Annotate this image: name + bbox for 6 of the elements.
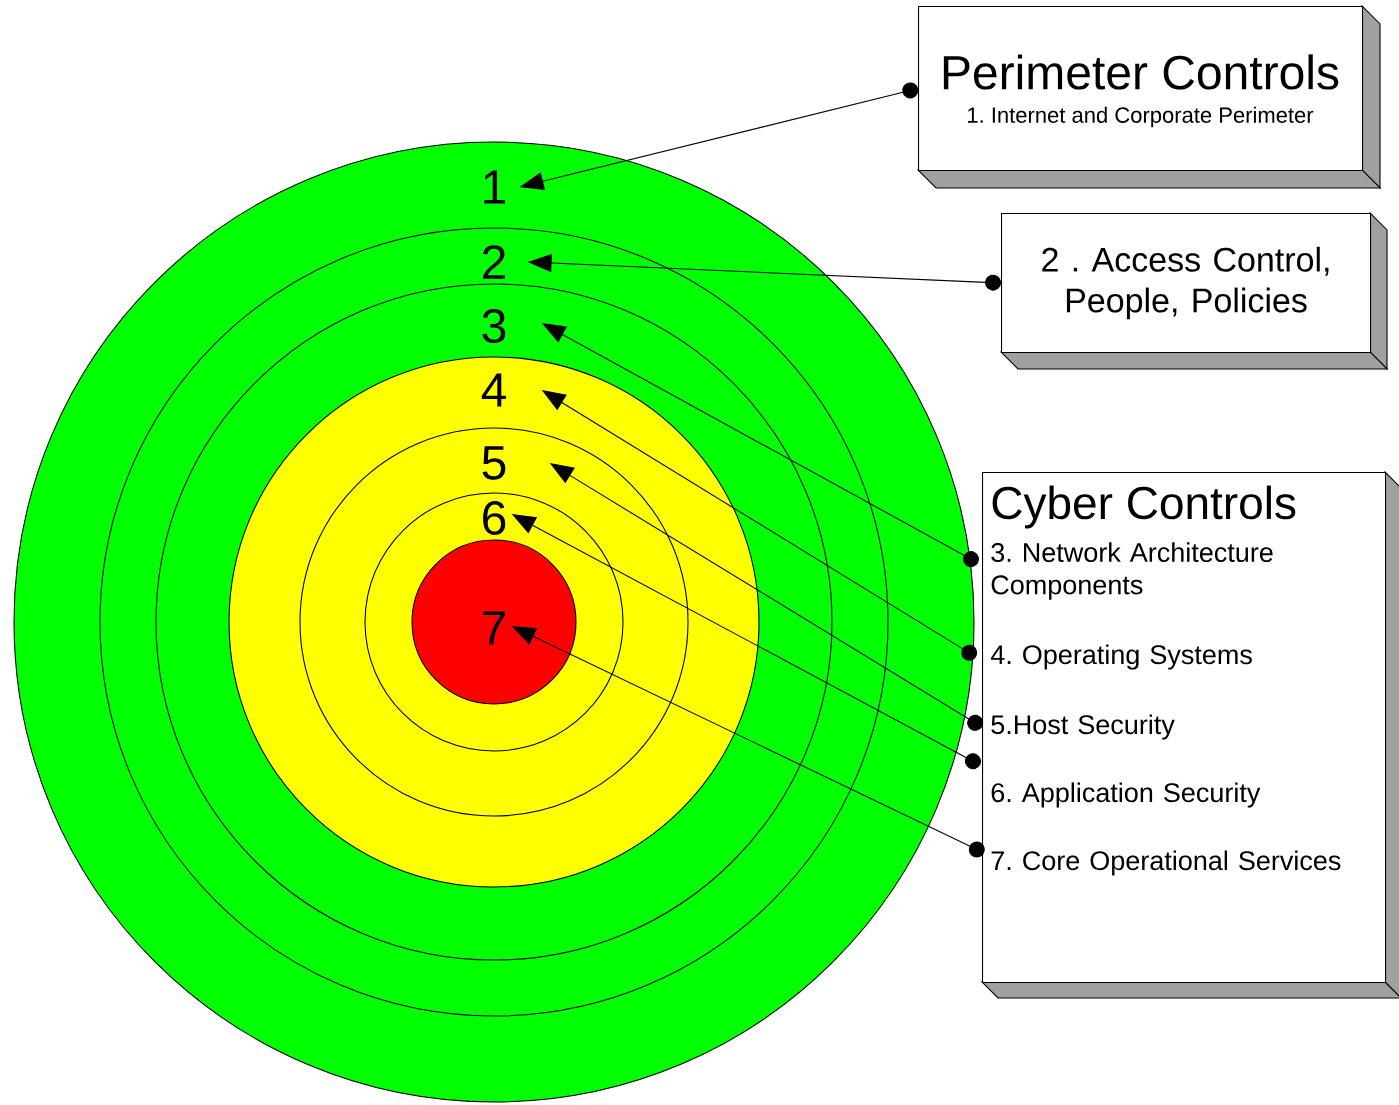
target-ring: 7 <box>411 539 577 705</box>
list-item: 5.Host Security <box>991 714 1175 740</box>
list-item: 6. Application Security <box>991 782 1261 808</box>
list-item: 3. Network Architecture Components <box>991 542 1273 600</box>
list-item: 4. Operating Systems <box>990 644 1252 670</box>
list-item: 7. Core Operational Services <box>991 850 1341 876</box>
